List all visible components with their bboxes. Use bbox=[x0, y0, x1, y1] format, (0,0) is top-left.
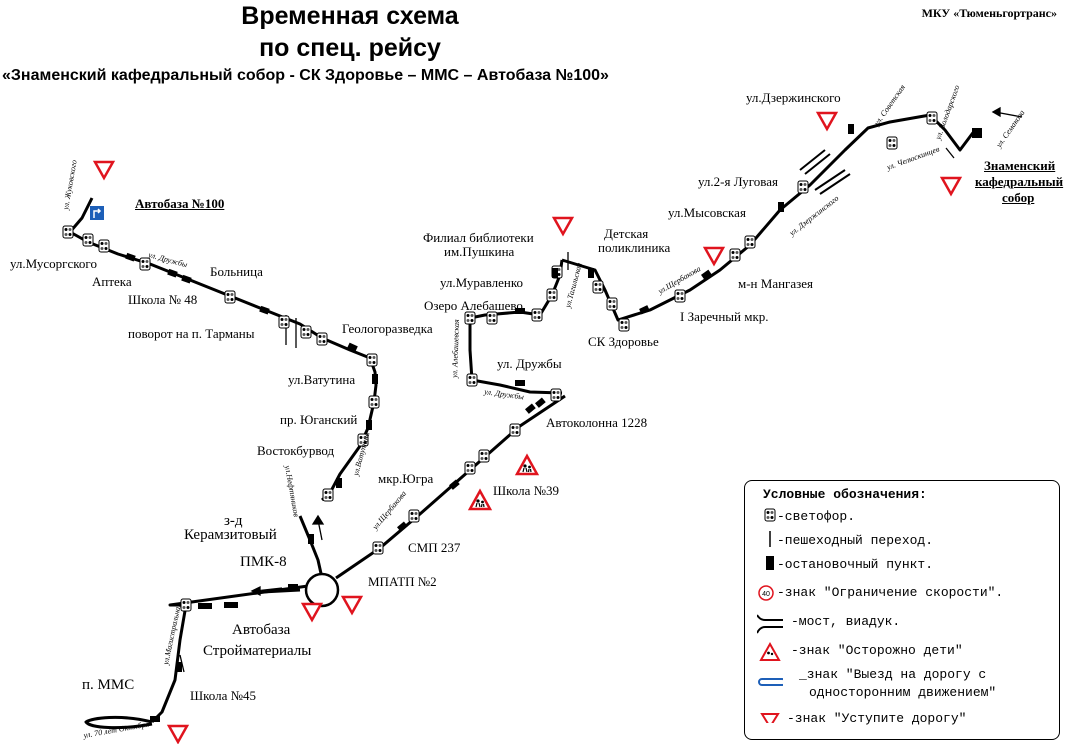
speed-limit-value: 40 bbox=[762, 591, 770, 598]
label-shkola45: Школа №45 bbox=[190, 688, 257, 703]
label-druzhby: ул. Дружбы bbox=[497, 356, 562, 371]
label-vostokburvod: Востокбурвод bbox=[257, 443, 335, 458]
label-muravlenko: ул.Муравленко bbox=[440, 275, 524, 290]
label-avtobaza-str-line2: Стройматериалы bbox=[203, 643, 312, 659]
label-poliklinika-line1: Детская bbox=[604, 226, 649, 241]
street-oktyabrya: ул. 70 лет Октября bbox=[82, 720, 150, 741]
street-dzerzhinskogo: ул. Дзержинского bbox=[787, 194, 841, 239]
label-shkola39: Школа №39 bbox=[493, 483, 560, 498]
roundabout bbox=[304, 572, 340, 608]
yield-sign-icon bbox=[760, 713, 780, 723]
label-sobor-line2: кафедральный bbox=[975, 174, 1064, 189]
label-keramzit-line2: Керамзитовый bbox=[184, 527, 277, 543]
label-bolnitsa: Больница bbox=[210, 264, 263, 279]
direction-arrows bbox=[250, 106, 1023, 597]
map-title-line2: по спец. рейсу bbox=[259, 34, 441, 62]
legend-title: Условные обозначения: bbox=[763, 487, 927, 502]
label-smp237: СМП 237 bbox=[408, 540, 461, 555]
label-sobor-line1: Знаменский bbox=[984, 158, 1056, 173]
label-ozero: Озеро Алебашево bbox=[424, 298, 523, 313]
legend-symbols: 40 bbox=[757, 508, 783, 723]
oneway-sign bbox=[90, 206, 104, 220]
legend-traffic-light: -светофор. bbox=[777, 509, 856, 524]
legend-oneway-line2: односторонним движением" bbox=[809, 685, 997, 700]
map-title-line1: Временная схема bbox=[241, 2, 459, 30]
street-neftyanikov: ул.Нефтяников bbox=[283, 464, 301, 518]
label-pmk8: ПМК-8 bbox=[240, 554, 287, 570]
label-dzerzhinskogo: ул.Дзержинского bbox=[746, 90, 841, 105]
street-zhukovskogo: ул. Жуковского bbox=[61, 159, 79, 211]
legend-crossing: -пешеходный переход. bbox=[777, 533, 934, 548]
legend-speed-limit: -знак "Ограничение скорости". bbox=[777, 585, 1004, 600]
label-lugovaya: ул.2-я Луговая bbox=[698, 174, 778, 189]
stop-points bbox=[125, 124, 982, 722]
legend-children: -знак "Осторожно дети" bbox=[791, 643, 963, 658]
label-poliklinika-line2: поликлиника bbox=[598, 240, 671, 255]
bridge-icon bbox=[757, 614, 783, 634]
label-biblioteka-line2: им.Пушкина bbox=[444, 244, 515, 259]
label-keramzit-line1: з-д bbox=[224, 513, 243, 529]
label-zarechny: I Заречный мкр. bbox=[680, 309, 769, 324]
label-avtobaza-str-line1: Автобаза bbox=[232, 622, 291, 638]
label-avtobaza100: Автобаза №100 bbox=[135, 196, 225, 211]
traffic-light-icon bbox=[764, 508, 776, 522]
legend-oneway-line1: _знак "Выезд на дорогу с bbox=[799, 667, 987, 682]
label-sobor-line3: собор bbox=[1002, 190, 1035, 205]
label-vatutina: ул.Ватутина bbox=[288, 372, 356, 387]
oneway-sign-icon bbox=[758, 678, 783, 686]
label-mkr-yugra: мкр.Югра bbox=[378, 471, 434, 486]
label-biblioteka-line1: Филиал библиотеки bbox=[423, 230, 534, 245]
label-mangazeya: м-н Мангазея bbox=[738, 276, 814, 291]
route-name: «Знаменский кафедральный собор - СК Здор… bbox=[2, 67, 609, 84]
label-tarmany: поворот на п. Тарманы bbox=[128, 326, 255, 341]
legend-bridge: -мост, виадук. bbox=[791, 614, 901, 629]
label-mpatp2: МПАТП №2 bbox=[368, 574, 437, 589]
organization-name: МКУ «Тюменьгортранс» bbox=[921, 6, 1057, 20]
bridge-marks bbox=[799, 149, 851, 195]
legend-yield: -знак "Уступите дорогу" bbox=[787, 711, 967, 726]
speed-limit-icon: 40 bbox=[758, 585, 774, 601]
label-mms: п. ММС bbox=[82, 677, 135, 693]
label-apteka: Аптека bbox=[92, 274, 132, 289]
legend-stop: -остановочный пункт. bbox=[777, 557, 934, 572]
legend: Условные обозначения: 40 -светофор. -пеш… bbox=[744, 480, 1060, 740]
label-avtokolonna: Автоколонна 1228 bbox=[546, 415, 648, 430]
label-sk-zdorovie: СК Здоровье bbox=[588, 334, 659, 349]
street-alebashevskaya: ул. Алебашевская bbox=[450, 319, 461, 379]
stop-point-icon bbox=[766, 556, 774, 570]
label-geologorazvedka: Геологоразведка bbox=[342, 321, 433, 336]
label-mysovskaya: ул.Мысовская bbox=[668, 205, 746, 220]
label-yuganskiy: пр. Юганский bbox=[280, 412, 358, 427]
label-musorgskogo: ул.Мусоргского bbox=[10, 256, 97, 271]
street-tagilskaya: ул.Тагильская bbox=[563, 261, 584, 309]
children-sign-icon bbox=[759, 641, 781, 661]
label-shkola48: Школа № 48 bbox=[128, 292, 198, 307]
